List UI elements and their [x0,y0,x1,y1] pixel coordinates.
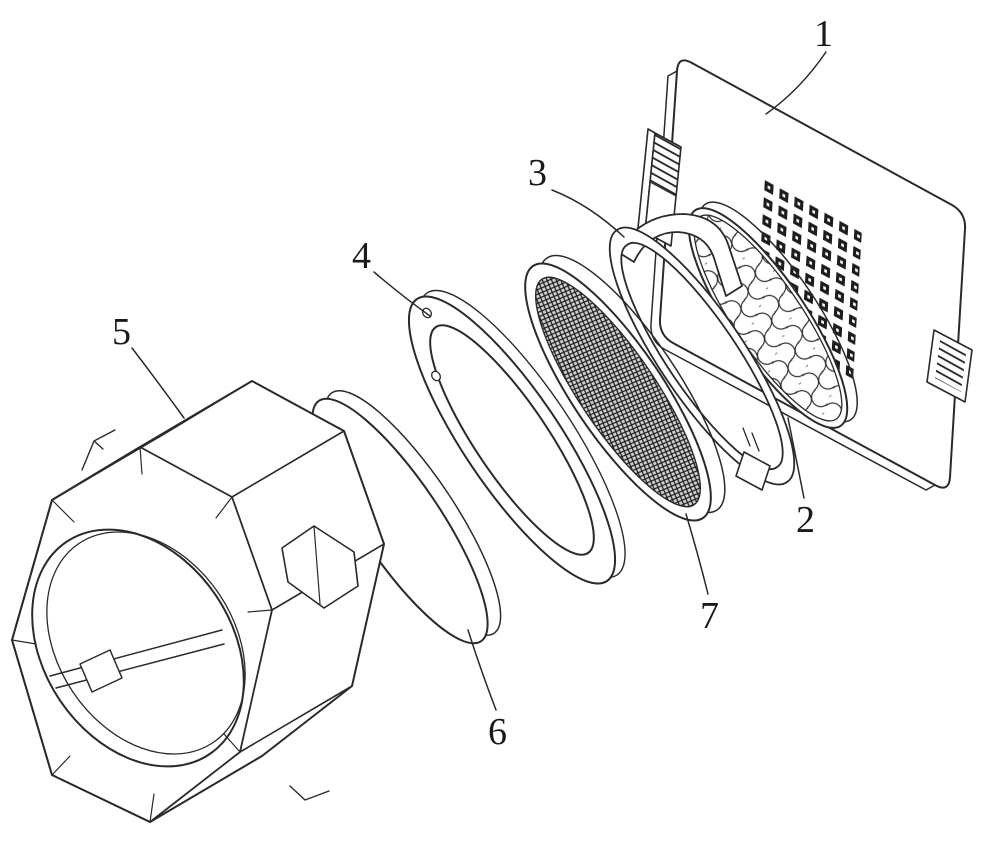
housing-crossbar [49,629,225,689]
callout-label-3: 3 [528,152,547,194]
bracket-lower-tab [735,451,771,491]
terminal-rail-divider [649,181,677,197]
leader-line-4 [373,271,431,317]
retaining-ring [407,289,626,585]
callout-3: 3 [528,152,625,238]
leader-line-2 [787,417,805,499]
lamp-socket-facet [313,525,359,605]
ring-screw-hole-left [431,370,441,382]
leader-line-5 [131,347,185,419]
leader-line-1 [765,51,827,115]
housing-center-pad [79,649,123,693]
leader-line-3 [551,189,625,238]
mesh-disc-mesh [534,276,702,508]
callout-label-6: 6 [488,711,507,753]
callout-label-1: 1 [814,13,833,55]
bracket-arm [617,213,743,297]
bracket-tab-stem [742,427,760,452]
side-connector-ridges [935,340,966,392]
callout-6: 6 [467,629,507,753]
housing-opening-rim [31,528,245,768]
housing-opening-depth [46,531,246,755]
housing-top-notch [81,429,116,471]
callout-1: 1 [765,13,833,115]
mesh-disc [524,254,726,522]
callout-4: 4 [352,235,431,317]
terminal-rail-serrations [650,133,681,196]
callout-label-2: 2 [796,499,815,541]
callout-2: 2 [787,417,815,541]
housing-top-face-edges [51,380,253,501]
leader-line-6 [467,629,497,711]
housing-facet-lines [11,446,273,823]
callout-7: 7 [685,513,719,637]
callout-label-4: 4 [352,235,371,277]
lamp-socket [281,525,359,609]
side-connector [926,329,973,403]
callout-5: 5 [112,311,185,419]
retaining-ring-band [407,295,617,585]
callout-label-7: 7 [700,595,719,637]
callouts: 1 2 3 4 5 6 7 [112,13,833,753]
housing [11,380,385,823]
back-plate-thickness-edge [650,70,936,491]
housing-opening [31,528,246,768]
figure-root: 1 2 3 4 5 6 7 [11,13,973,823]
callout-label-5: 5 [112,311,131,353]
housing-side-edge-e [239,685,353,753]
housing-side-edge-c [231,430,345,498]
housing-bottom-notch [289,785,330,801]
leader-line-7 [685,513,709,595]
